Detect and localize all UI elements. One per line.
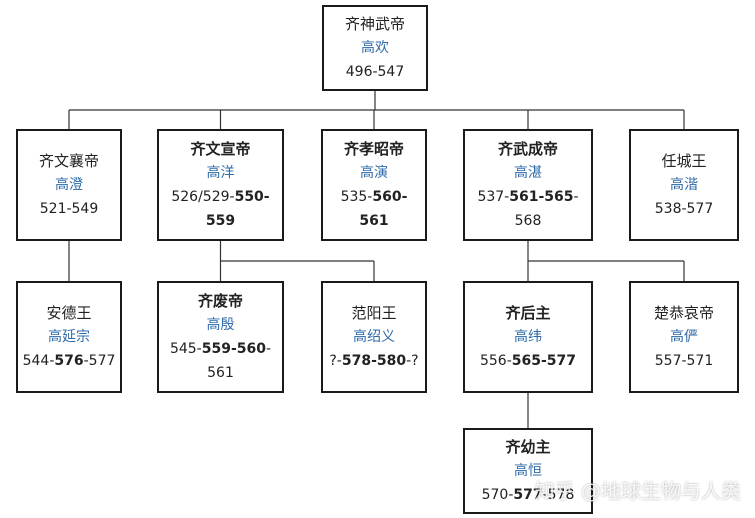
node-years: 556-565-577 bbox=[479, 353, 577, 369]
tree-node-gaoyin: 齐废帝高殷 545-559-560-561 bbox=[157, 281, 284, 393]
node-title: 齐文襄帝 bbox=[38, 152, 99, 170]
node-years: 557-571 bbox=[654, 353, 714, 369]
node-person-name: 高绍义 bbox=[353, 329, 395, 345]
node-years: 570-577-578 bbox=[481, 487, 575, 503]
node-years: 537-561-565-568 bbox=[477, 189, 579, 229]
node-person-name: 高延宗 bbox=[48, 329, 90, 345]
node-title: 齐神武帝 bbox=[344, 15, 405, 33]
node-years: 526/529-550-559 bbox=[171, 189, 270, 229]
node-years: 535-560-561 bbox=[340, 189, 408, 229]
tree-node-gaoshaoyi: 范阳王高绍义 ?-578-580-? bbox=[321, 281, 427, 393]
node-years: 538-577 bbox=[654, 201, 714, 217]
tree-node-gaoyanzong: 安德王高延宗 544-576-577 bbox=[16, 281, 122, 393]
tree-node-gaoyang: 齐文宣帝高洋 526/529-550-559 bbox=[157, 129, 284, 241]
node-years: 521-549 bbox=[39, 201, 99, 217]
tree-node-gaoyan_c: 楚恭哀帝高俨 557-571 bbox=[629, 281, 739, 393]
node-person-name: 高恒 bbox=[514, 463, 542, 479]
watermark-text: 知乎 @地球生物与人类 bbox=[534, 479, 741, 503]
node-title: 范阳王 bbox=[351, 304, 397, 322]
node-title: 安德王 bbox=[46, 304, 92, 322]
tree-node-gaohuan: 齐神武帝高欢 496-547 bbox=[322, 5, 428, 91]
node-person-name: 高湝 bbox=[670, 177, 698, 193]
node-years: 496-547 bbox=[345, 64, 405, 80]
node-person-name: 高湛 bbox=[514, 165, 542, 181]
tree-node-gaowei: 齐后主高纬 556-565-577 bbox=[463, 281, 593, 393]
node-person-name: 高殷 bbox=[206, 317, 235, 333]
node-title: 齐武成帝 bbox=[497, 140, 558, 158]
node-title: 齐废帝 bbox=[197, 292, 243, 310]
tree-node-gaoyan_x: 齐孝昭帝高演 535-560-561 bbox=[321, 129, 427, 241]
tree-node-gaoheng: 齐幼主高恒 570-577-578 bbox=[463, 428, 593, 514]
node-person-name: 高纬 bbox=[514, 329, 542, 345]
node-years: ?-578-580-? bbox=[329, 353, 419, 369]
tree-node-gaojie: 任城王高湝 538-577 bbox=[629, 129, 739, 241]
node-title: 齐后主 bbox=[505, 304, 551, 322]
node-title: 齐孝昭帝 bbox=[343, 140, 404, 158]
node-title: 齐文宣帝 bbox=[190, 140, 251, 158]
tree-node-gaozhan: 齐武成帝高湛 537-561-565-568 bbox=[463, 129, 593, 241]
node-title: 楚恭哀帝 bbox=[653, 304, 714, 322]
node-title: 任城王 bbox=[661, 152, 707, 170]
node-years: 545-559-560-561 bbox=[169, 341, 272, 381]
node-person-name: 高欢 bbox=[361, 40, 389, 56]
node-person-name: 高洋 bbox=[206, 165, 235, 181]
node-years: 544-576-577 bbox=[22, 353, 116, 369]
node-title: 齐幼主 bbox=[505, 438, 551, 456]
node-person-name: 高澄 bbox=[55, 177, 83, 193]
tree-node-gaocheng: 齐文襄帝高澄 521-549 bbox=[16, 129, 122, 241]
node-person-name: 高演 bbox=[360, 165, 388, 181]
node-person-name: 高俨 bbox=[670, 329, 698, 345]
